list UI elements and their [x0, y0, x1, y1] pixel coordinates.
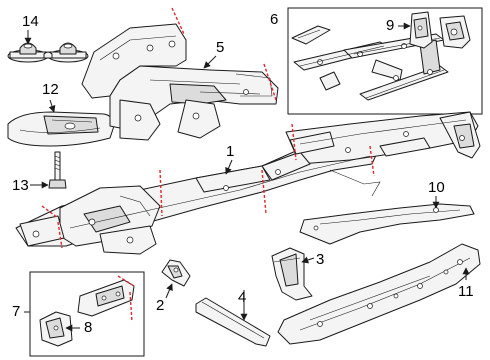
callout-2: 2 [156, 297, 165, 314]
callout-9: 9 [386, 17, 395, 34]
mount-bracket [271, 247, 313, 301]
callout-4: 4 [238, 289, 247, 306]
callout-14: 14 [22, 13, 39, 30]
callout-6: 6 [270, 11, 279, 28]
skid-plate-upper [299, 203, 475, 245]
body-mount-insulators [7, 42, 89, 63]
detail-box-7 [29, 271, 145, 357]
leader-12 [48, 99, 56, 113]
frame-rail [195, 297, 271, 347]
main-frame [15, 111, 481, 255]
leader-5 [203, 55, 217, 69]
callout-8: 8 [84, 319, 93, 336]
detail-box-6 [287, 7, 483, 115]
callout-11: 11 [458, 283, 474, 300]
callout-12: 12 [42, 81, 59, 98]
leader-2 [165, 283, 173, 299]
callout-3: 3 [316, 251, 325, 268]
callout-10: 10 [428, 179, 445, 196]
callout-7: 7 [12, 303, 21, 320]
bolt [48, 151, 67, 189]
leader-3 [301, 256, 315, 264]
crossmember-cover [7, 111, 115, 147]
callout-1: 1 [226, 143, 235, 160]
leader-1 [225, 159, 233, 175]
callout-5: 5 [216, 39, 225, 56]
front-frame-section [81, 7, 279, 141]
callout-13: 13 [12, 177, 29, 194]
frame-clip [161, 259, 191, 287]
